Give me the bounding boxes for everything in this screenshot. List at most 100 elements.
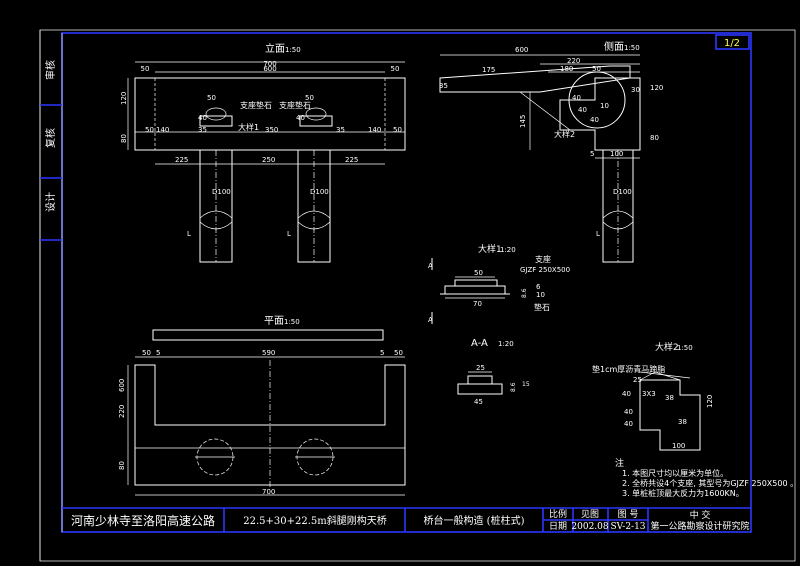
svg-text:50: 50 — [207, 94, 216, 102]
svg-text:590: 590 — [262, 349, 275, 357]
sheet-number: 1/2 — [724, 38, 740, 49]
svg-text:225: 225 — [345, 156, 358, 164]
side-label-design: 设计 — [44, 192, 57, 212]
svg-text:80: 80 — [118, 461, 126, 470]
elevation-title: 立面 — [265, 42, 285, 55]
svg-text:700: 700 — [262, 488, 275, 496]
svg-text:50: 50 — [142, 349, 151, 357]
svg-text:8.6: 8.6 — [510, 382, 517, 392]
svg-text:35: 35 — [336, 126, 345, 134]
detail-1: 大样1 1:20 A A 支座 GJZF 250X500 50 70 8.6 6… — [428, 243, 570, 324]
elev-detail-callout: 大样1 — [238, 122, 259, 132]
svg-text:8.6: 8.6 — [521, 288, 528, 298]
svg-text:145: 145 — [519, 115, 527, 128]
org-line-1: 中 交 — [690, 509, 711, 521]
svg-text:15: 15 — [522, 381, 530, 388]
svg-text:GJZF 250X500: GJZF 250X500 — [520, 266, 570, 274]
svg-text:1:50: 1:50 — [677, 344, 693, 352]
figno-value: SV-2-13 — [610, 522, 645, 532]
inner-frame — [61, 32, 752, 533]
svg-text:220: 220 — [118, 405, 126, 418]
svg-text:A: A — [428, 316, 433, 324]
plan-title: 平面 — [264, 316, 284, 327]
svg-text:50: 50 — [305, 94, 314, 102]
elev-bearing-label-1: 支座垫石 — [240, 100, 272, 110]
svg-text:支座: 支座 — [535, 254, 551, 264]
note-1: 1. 本图尺寸均以厘米为单位。 — [622, 468, 728, 478]
svg-text:120: 120 — [120, 92, 128, 105]
svg-text:35: 35 — [439, 82, 448, 90]
elev-dim-left: 50 — [141, 65, 150, 73]
elevation-scale: 1:50 — [285, 46, 301, 54]
elev-dim-inner: 600 — [263, 65, 276, 73]
svg-text:10: 10 — [600, 102, 609, 110]
svg-text:L: L — [287, 230, 291, 238]
svg-text:D100: D100 — [212, 188, 231, 196]
svg-text:40: 40 — [622, 390, 631, 398]
svg-text:40: 40 — [624, 408, 633, 416]
svg-text:250: 250 — [262, 156, 275, 164]
svg-text:40: 40 — [624, 420, 633, 428]
section-aa: A-A 1:20 25 45 8.6 15 — [457, 338, 530, 406]
detail2-title: 大样2 — [655, 341, 679, 353]
svg-text:D100: D100 — [310, 188, 329, 196]
section-aa-title: A-A — [471, 338, 488, 349]
svg-text:40: 40 — [296, 114, 305, 122]
svg-text:D100: D100 — [613, 188, 632, 196]
svg-text:40: 40 — [198, 114, 207, 122]
side-view: 侧面 1:50 600 220 180 175 50 35 40 40 40 1… — [439, 40, 663, 263]
svg-text:50: 50 — [393, 126, 402, 134]
svg-text:140: 140 — [156, 126, 169, 134]
org-line-2: 第一公路勘察设计研究院 — [650, 520, 749, 532]
side-scale: 1:50 — [624, 44, 640, 52]
svg-text:80: 80 — [120, 134, 128, 143]
elev-dim-total: 700 — [263, 60, 276, 68]
svg-text:100: 100 — [610, 150, 623, 158]
scale-value: 见图 — [581, 509, 599, 520]
elev-bearing-label-2: 支座垫石 — [279, 100, 311, 110]
svg-text:140: 140 — [368, 126, 381, 134]
svg-text:120: 120 — [650, 84, 663, 92]
svg-text:45: 45 — [474, 398, 483, 406]
notes-heading: 注 — [615, 457, 624, 469]
bridge-name: 22.5+30+22.5m斜腿刚构天桥 — [243, 514, 387, 527]
svg-text:1:20: 1:20 — [498, 340, 514, 348]
note-2: 2. 全桥共设4个支座, 其型号为GJZF 250X500 。 — [622, 478, 798, 488]
notes: 注 1. 本图尺寸均以厘米为单位。 2. 全桥共设4个支座, 其型号为GJZF … — [615, 457, 798, 498]
detail-2: 大样2 1:50 垫1cm厚沥青马蹄脂 25 40 3X3 38 38 40 4… — [592, 341, 714, 451]
elev-dim-right: 50 — [391, 65, 400, 73]
svg-text:40: 40 — [578, 106, 587, 114]
side-label-check: 复核 — [44, 128, 57, 148]
svg-text:220: 220 — [567, 57, 580, 65]
svg-text:25: 25 — [476, 364, 485, 372]
figno-label: 图 号 — [618, 509, 639, 520]
side-title: 侧面 — [604, 40, 624, 53]
svg-text:600: 600 — [118, 379, 126, 392]
svg-text:5: 5 — [380, 349, 384, 357]
date-label: 日期 — [549, 521, 567, 532]
sheet-number-box — [715, 34, 750, 50]
plan-view: 平面 1:50 50 5 590 5 50 600 220 80 700 — [118, 316, 406, 496]
svg-text:120: 120 — [706, 395, 714, 408]
date-value: 2002.08 — [571, 522, 608, 532]
svg-text:3X3: 3X3 — [642, 390, 656, 398]
svg-text:50: 50 — [474, 269, 483, 277]
svg-text:A: A — [428, 262, 433, 270]
svg-text:100: 100 — [672, 442, 685, 450]
detail2-pad-note: 垫1cm厚沥青马蹄脂 — [592, 364, 665, 374]
scale-label: 比例 — [549, 508, 567, 520]
svg-text:70: 70 — [473, 300, 482, 308]
svg-text:L: L — [187, 230, 191, 238]
project-name: 河南少林寺至洛阳高速公路 — [71, 513, 215, 528]
svg-text:5: 5 — [590, 150, 594, 158]
svg-text:50: 50 — [592, 65, 601, 73]
svg-text:225: 225 — [175, 156, 188, 164]
svg-text:垫石: 垫石 — [534, 302, 550, 312]
svg-text:350: 350 — [265, 126, 278, 134]
svg-text:1:50: 1:50 — [284, 318, 300, 326]
svg-text:30: 30 — [631, 86, 640, 94]
note-3: 3. 单桩桩顶最大反力为1600KN。 — [622, 488, 744, 498]
svg-text:50: 50 — [145, 126, 154, 134]
side-label-review: 审核 — [44, 60, 57, 80]
svg-text:25: 25 — [633, 376, 642, 384]
